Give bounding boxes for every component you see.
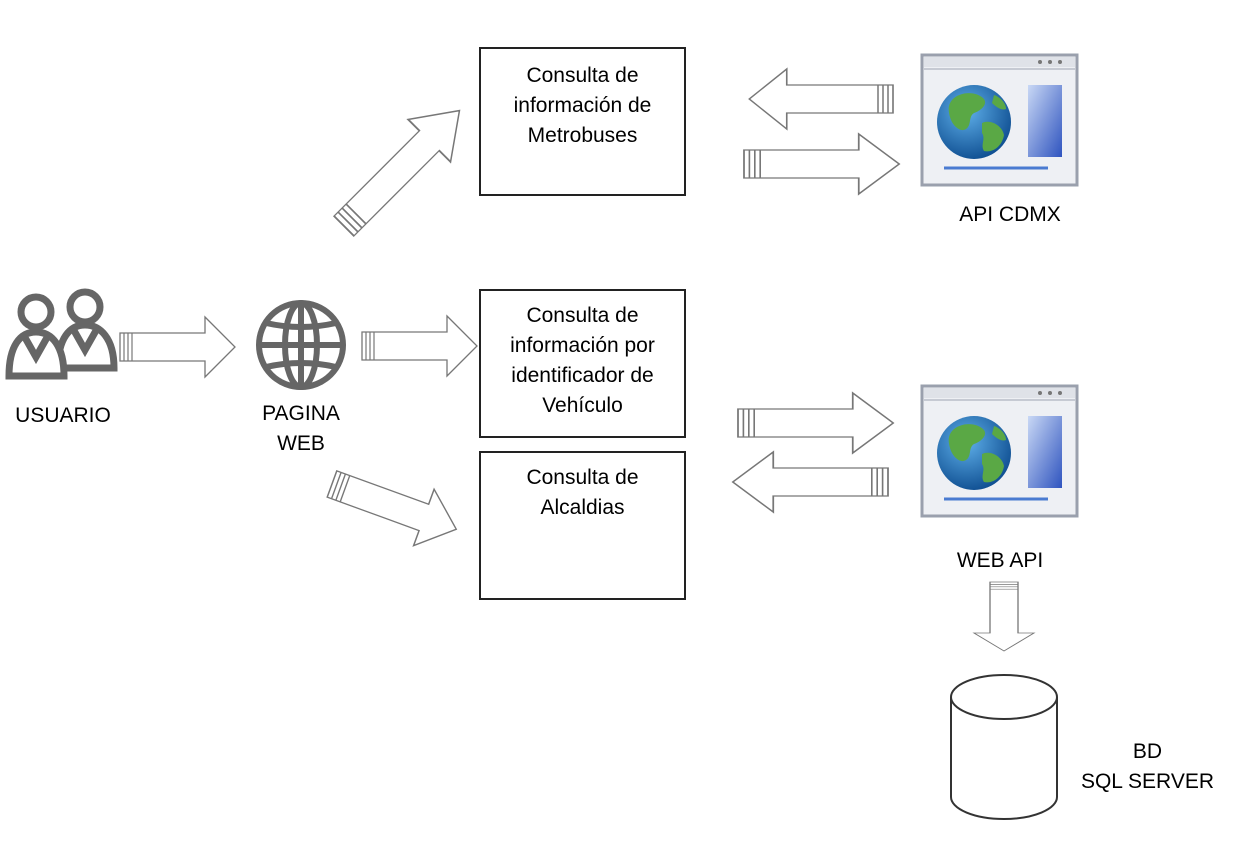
- box-vehiculo: Consulta de información por identificado…: [479, 289, 686, 438]
- database-label: BD SQL SERVER: [1080, 740, 1215, 793]
- arrow-user-to-web: [119, 316, 236, 378]
- arrow-vehiculo-to-webapi: [737, 392, 895, 454]
- web-api-label: WEB API: [956, 549, 1044, 572]
- arrow-web-to-alcaldias: [321, 455, 468, 559]
- arrow-web-to-metrobuses: [321, 88, 482, 249]
- api-cdmx-label: API CDMX: [959, 203, 1061, 226]
- web-page-label: PAGINA WEB: [262, 402, 340, 455]
- arrow-web-to-vehiculo: [361, 315, 478, 377]
- arrow-webapi-to-alcaldias: [731, 451, 889, 513]
- arrow-webapi-to-database: [973, 581, 1035, 652]
- users-icon: [5, 288, 118, 380]
- globe-icon: [256, 300, 346, 390]
- arrow-apicdmx-to-metrobuses: [748, 68, 894, 130]
- database-cylinder-icon: [950, 674, 1058, 820]
- app-window-icon: [920, 53, 1079, 187]
- box-metrobuses: Consulta de información de Metrobuses: [479, 47, 686, 196]
- user-label: USUARIO: [15, 404, 111, 427]
- app-window-icon: [920, 384, 1079, 518]
- arrow-metrobuses-to-apicdmx: [743, 133, 901, 195]
- box-alcaldias: Consulta de Alcaldias: [479, 451, 686, 600]
